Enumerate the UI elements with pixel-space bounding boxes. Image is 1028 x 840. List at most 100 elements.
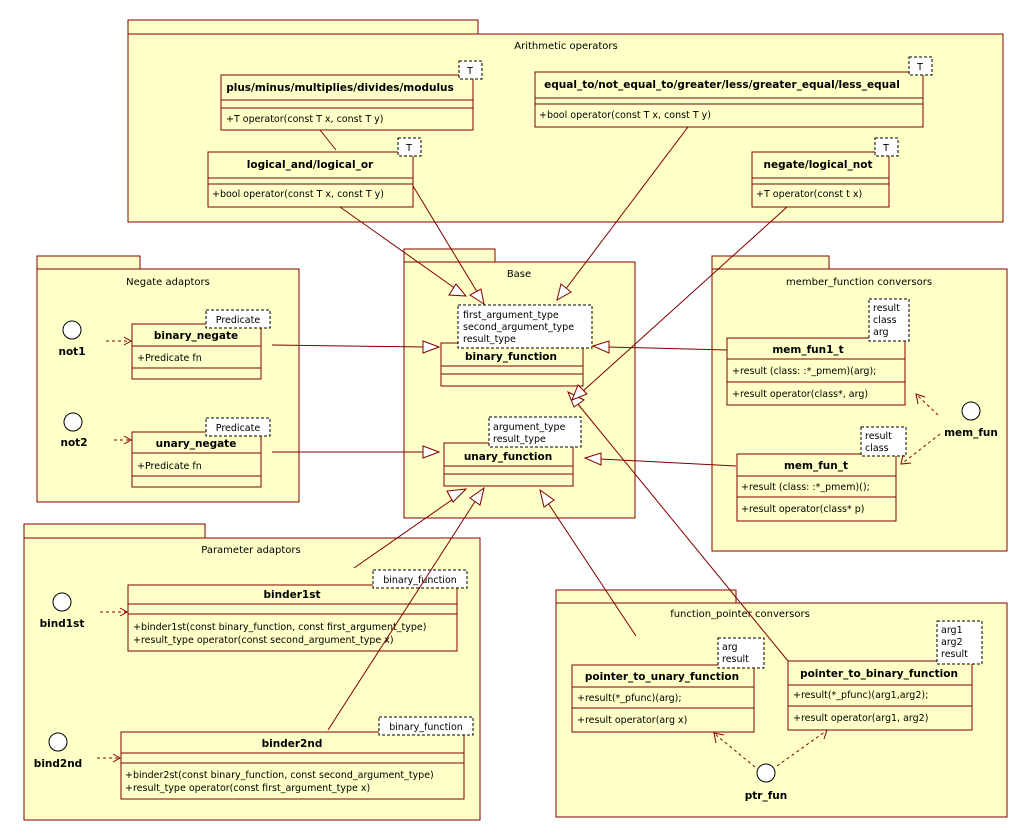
class-binary-negate: binary_negate +Predicate fn Predicate: [131, 309, 271, 380]
class-binder1st: binder1st +binder1st(const binary_functi…: [127, 569, 468, 652]
interface-not2: not2: [60, 412, 88, 449]
gen-mem-fun1-binary-function: [607, 346, 728, 351]
template-param: result_type: [463, 334, 516, 345]
interface-ptr-fun: ptr_fun: [745, 763, 787, 802]
gen-binary-negate-binary-function: [271, 344, 425, 348]
class-pointer-to-binary-function: pointer_to_binary_function +result(*_pfu…: [787, 620, 983, 731]
interface-label: not2: [60, 437, 87, 449]
interface-label: ptr_fun: [745, 790, 787, 802]
template-param: binary_function: [383, 575, 457, 586]
arrowhead-triangle: [556, 283, 572, 302]
template-param: Predicate: [216, 315, 261, 326]
gen-equal-binary-function: [564, 126, 689, 291]
template-param: result: [865, 431, 892, 442]
generalization-lines: [271, 126, 789, 731]
class-name: pointer_to_unary_function: [585, 671, 739, 683]
class-name: binder2nd: [262, 738, 323, 750]
class-mem-fun1-t: mem_fun1_t +result (class: :*_pmem)(arg)…: [726, 298, 910, 406]
arrowhead-triangle: [422, 340, 441, 354]
interface-bind1st: bind1st: [40, 592, 84, 630]
gen-mem-fun-unary-function: [599, 458, 737, 467]
template-param: arg: [873, 327, 889, 338]
class-operation: +result_type operator(const second_argum…: [133, 635, 394, 646]
arrowhead: [123, 435, 133, 445]
gen-logical-binary-function: [339, 206, 457, 290]
template-param: result: [873, 303, 900, 314]
class-operation: +result operator(arg1, arg2): [793, 713, 928, 724]
dep-ptr-fun-ptr-binary: [776, 730, 827, 767]
template-param: result: [941, 649, 968, 660]
class-name: plus/minus/multiplies/divides/modulus: [226, 82, 454, 94]
template-param: class: [873, 315, 897, 326]
class-unary-negate: unary_negate +Predicate fn Predicate: [131, 417, 271, 488]
template-param: class: [865, 443, 889, 454]
link-plus-logical: [319, 129, 337, 151]
template-param: T: [405, 143, 412, 154]
arrowhead-triangle: [583, 452, 602, 466]
class-name: unary_function: [464, 451, 552, 463]
arrowhead: [112, 753, 122, 763]
class-operation: +result operator(arg x): [577, 715, 687, 726]
arrowhead: [900, 454, 912, 465]
package-title: Parameter adaptors: [201, 545, 301, 556]
class-logical-and-or: logical_and/logical_or +bool operator(co…: [207, 137, 422, 208]
arrowhead: [119, 607, 129, 617]
arrowhead-triangle: [469, 486, 485, 506]
template-param: result_type: [493, 434, 546, 445]
class-operation: +T operator(const T x, const T y): [226, 114, 383, 125]
arrowhead-triangle: [539, 488, 555, 508]
arrowhead: [915, 393, 926, 405]
class-operation: +binder1st(const binary_function, const …: [133, 622, 426, 633]
class-operation: +bool operator(const T x, const T y): [212, 189, 384, 200]
template-param: first_argument_type: [463, 310, 559, 321]
arrowhead-triangle: [469, 288, 485, 306]
class-name: negate/logical_not: [764, 159, 873, 171]
package-title: member_function conversors: [786, 277, 932, 288]
class-name: pointer_to_binary_function: [800, 668, 958, 680]
class-mem-fun-t: mem_fun_t +result (class: :*_pmem)(); +r…: [736, 426, 907, 522]
interface-label: mem_fun: [944, 427, 998, 439]
template-param: result: [722, 654, 749, 665]
class-name: binary_function: [465, 351, 557, 363]
class-attribute: +result (class: :*_pmem)(arg);: [732, 366, 876, 377]
arrowhead: [817, 729, 828, 740]
arrowhead-triangle: [422, 445, 441, 459]
interface-label: bind2nd: [34, 758, 82, 770]
template-param: T: [466, 66, 473, 77]
class-pointer-to-unary-function: pointer_to_unary_function +result(*_pfun…: [571, 637, 765, 733]
class-negate-logical-not: negate/logical_not +T operator(const t x…: [751, 137, 899, 208]
package-title: function_pointer conversors: [670, 609, 810, 620]
interface-mem-fun: mem_fun: [944, 401, 998, 439]
class-operation: +bool operator(const T x, const T y): [539, 110, 711, 121]
class-attribute: +Predicate fn: [137, 461, 202, 472]
arrowhead: [123, 336, 133, 346]
template-param: Predicate: [216, 423, 261, 434]
template-param: second_argument_type: [463, 322, 574, 333]
dep-ptr-fun-ptr-unary: [715, 734, 756, 768]
gen-plus-binary-function: [412, 185, 480, 296]
class-operation: +result operator(class* p): [741, 504, 865, 515]
interface-bind2nd: bind2nd: [34, 732, 82, 770]
template-param: argument_type: [493, 422, 566, 433]
class-plus-minus: plus/minus/multiplies/divides/modulus +T…: [220, 60, 483, 131]
class-name: binder1st: [264, 589, 321, 601]
gen-ptr-unary-unary-function: [547, 502, 637, 637]
template-param: T: [882, 143, 889, 154]
class-attribute: +result(*_pfunc)(arg);: [577, 693, 682, 704]
arrowhead: [713, 732, 725, 744]
gen-binder1st-unary-function: [353, 496, 457, 569]
template-param: arg2: [941, 637, 963, 648]
template-param: arg: [722, 642, 738, 653]
class-attribute: +result (class: :*_pmem)();: [741, 482, 870, 493]
class-name: logical_and/logical_or: [247, 159, 374, 171]
class-operation: +T operator(const t x): [756, 189, 862, 200]
class-name: equal_to/not_equal_to/greater/less/great…: [544, 79, 900, 91]
package-title: Base: [507, 269, 531, 280]
class-name: binary_negate: [154, 330, 238, 342]
gen-binder2nd-unary-function: [327, 499, 477, 731]
class-operation: +binder2st(const binary_function, const …: [125, 770, 434, 781]
gen-negate-unary-function: [581, 206, 788, 393]
gen-ptr-binary-binary-function: [576, 402, 789, 662]
arrowhead-triangle: [448, 283, 468, 297]
